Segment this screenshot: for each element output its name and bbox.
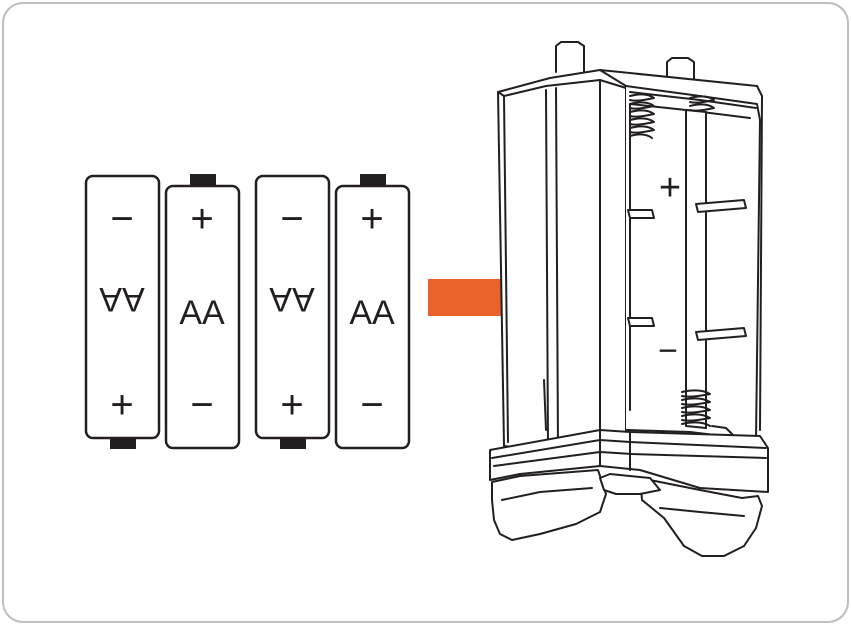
holder-foot-center xyxy=(599,473,661,495)
battery-4-terminal xyxy=(360,174,386,186)
holder-foot-left xyxy=(491,469,607,541)
holder-tab-1 xyxy=(627,209,655,219)
holder-tab-4 xyxy=(695,327,747,341)
holder-spring-bottom xyxy=(681,389,711,427)
holder-seam-1 xyxy=(545,89,549,449)
holder-foot-right xyxy=(639,477,763,557)
holder-tab-3 xyxy=(695,199,747,213)
battery-1-label: AA xyxy=(99,280,145,318)
battery-holder: + − xyxy=(489,41,769,557)
holder-minus-mark: − xyxy=(658,332,678,370)
battery-4-label: AA xyxy=(349,294,395,332)
holder-foot-inner-left xyxy=(501,487,593,501)
holder-divider-rib xyxy=(685,109,707,429)
battery-1-terminal xyxy=(110,437,136,449)
battery-3-bottom-symbol: + xyxy=(280,383,303,427)
holder-tab-2 xyxy=(627,317,655,327)
holder-base-line-3 xyxy=(599,429,631,471)
holder-front-bevel xyxy=(497,79,627,97)
holder-foot-inner-right xyxy=(659,507,745,517)
battery-3-top-symbol: − xyxy=(280,197,303,241)
holder-base-line-2 xyxy=(493,451,767,467)
holder-seam-2 xyxy=(555,87,559,449)
battery-2-top-symbol: + xyxy=(190,197,213,241)
battery-4: + AA − xyxy=(334,174,411,450)
battery-3-terminal xyxy=(280,437,306,449)
holder-base-line-1 xyxy=(491,439,767,459)
battery-1-top-symbol: − xyxy=(110,197,133,241)
battery-2: + AA − xyxy=(164,174,241,450)
battery-4-body xyxy=(334,184,411,450)
holder-front-bevel-2 xyxy=(503,95,509,443)
holder-top-clip-left xyxy=(555,41,585,73)
battery-2-bottom-symbol: − xyxy=(190,383,213,427)
holder-spring-top xyxy=(629,93,655,139)
holder-slot-line xyxy=(543,379,547,431)
battery-3-label: AA xyxy=(269,280,315,318)
holder-spring-top-right xyxy=(689,95,715,112)
battery-4-top-symbol: + xyxy=(360,197,383,241)
battery-group: − AA + + AA − − AA + + AA − xyxy=(84,174,411,450)
battery-2-label: AA xyxy=(179,294,225,332)
battery-2-body xyxy=(164,184,241,450)
battery-3: − AA + xyxy=(254,174,331,449)
battery-1-bottom-symbol: + xyxy=(110,383,133,427)
holder-front-face xyxy=(497,69,627,463)
battery-2-terminal xyxy=(190,174,216,186)
battery-4-bottom-symbol: − xyxy=(360,383,383,427)
holder-plus-mark: + xyxy=(659,167,681,209)
battery-1: − AA + xyxy=(84,174,161,449)
